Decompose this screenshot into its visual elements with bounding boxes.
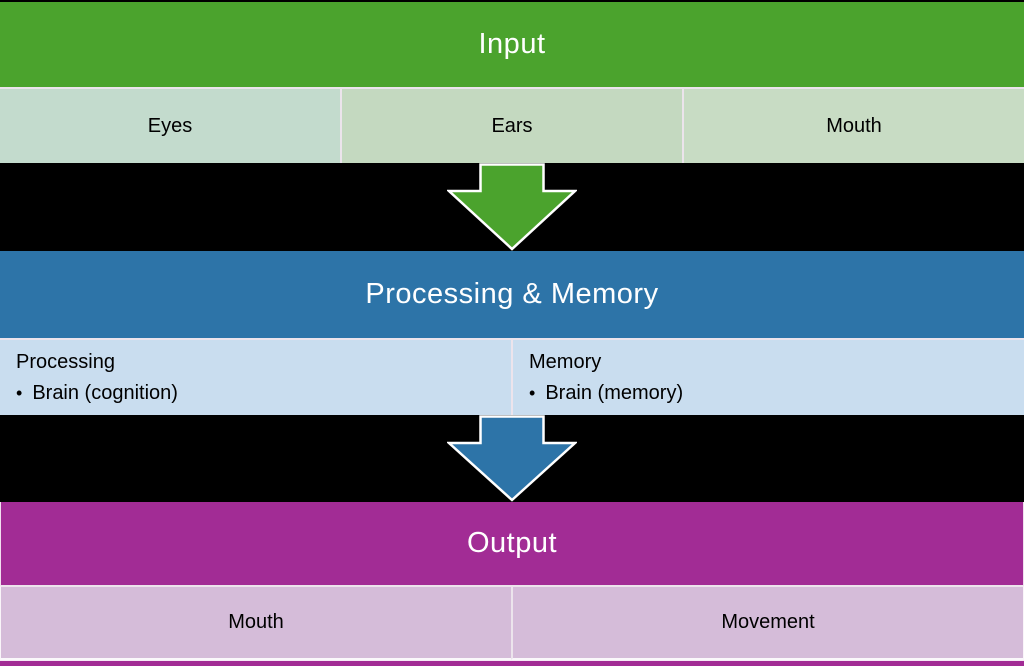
processing-bullet-line: • Brain (cognition) bbox=[16, 382, 178, 404]
processing-cells-row: Processing • Brain (cognition) Memory • … bbox=[0, 338, 1024, 415]
input-to-processing-gap bbox=[0, 163, 1024, 251]
top-edge bbox=[0, 0, 1024, 2]
processing-memory-title: Processing & Memory bbox=[365, 278, 659, 310]
input-header: Input bbox=[0, 2, 1024, 87]
bottom-purple-strip bbox=[0, 660, 1024, 666]
input-cell-mouth: Mouth bbox=[682, 87, 1024, 163]
bullet-icon: • bbox=[16, 383, 23, 403]
processing-to-output-gap bbox=[0, 415, 1024, 502]
processing-memory-header: Processing & Memory bbox=[0, 251, 1024, 338]
down-arrow-icon bbox=[447, 163, 577, 251]
bullet-icon: • bbox=[529, 383, 536, 403]
output-cells-row: Mouth Movement bbox=[0, 585, 1024, 660]
memory-bullet-line: • Brain (memory) bbox=[529, 382, 683, 404]
processing-cell: Processing • Brain (cognition) bbox=[0, 338, 511, 415]
down-arrow-icon bbox=[447, 415, 577, 502]
input-cell-eyes: Eyes bbox=[0, 87, 340, 163]
input-title: Input bbox=[478, 28, 546, 60]
output-title: Output bbox=[466, 527, 558, 559]
memory-bullet-text: Brain (memory) bbox=[545, 382, 684, 404]
input-cells-row: Eyes Ears Mouth bbox=[0, 87, 1024, 163]
memory-label: Memory bbox=[529, 351, 602, 373]
processing-bullet-text: Brain (cognition) bbox=[32, 382, 178, 404]
output-cell-movement: Movement bbox=[511, 585, 1024, 660]
input-cell-ears: Ears bbox=[340, 87, 682, 163]
processing-label: Processing bbox=[16, 351, 115, 373]
output-cell-mouth: Mouth bbox=[0, 585, 511, 660]
output-header: Output bbox=[0, 502, 1024, 585]
memory-cell: Memory • Brain (memory) bbox=[511, 338, 1024, 415]
